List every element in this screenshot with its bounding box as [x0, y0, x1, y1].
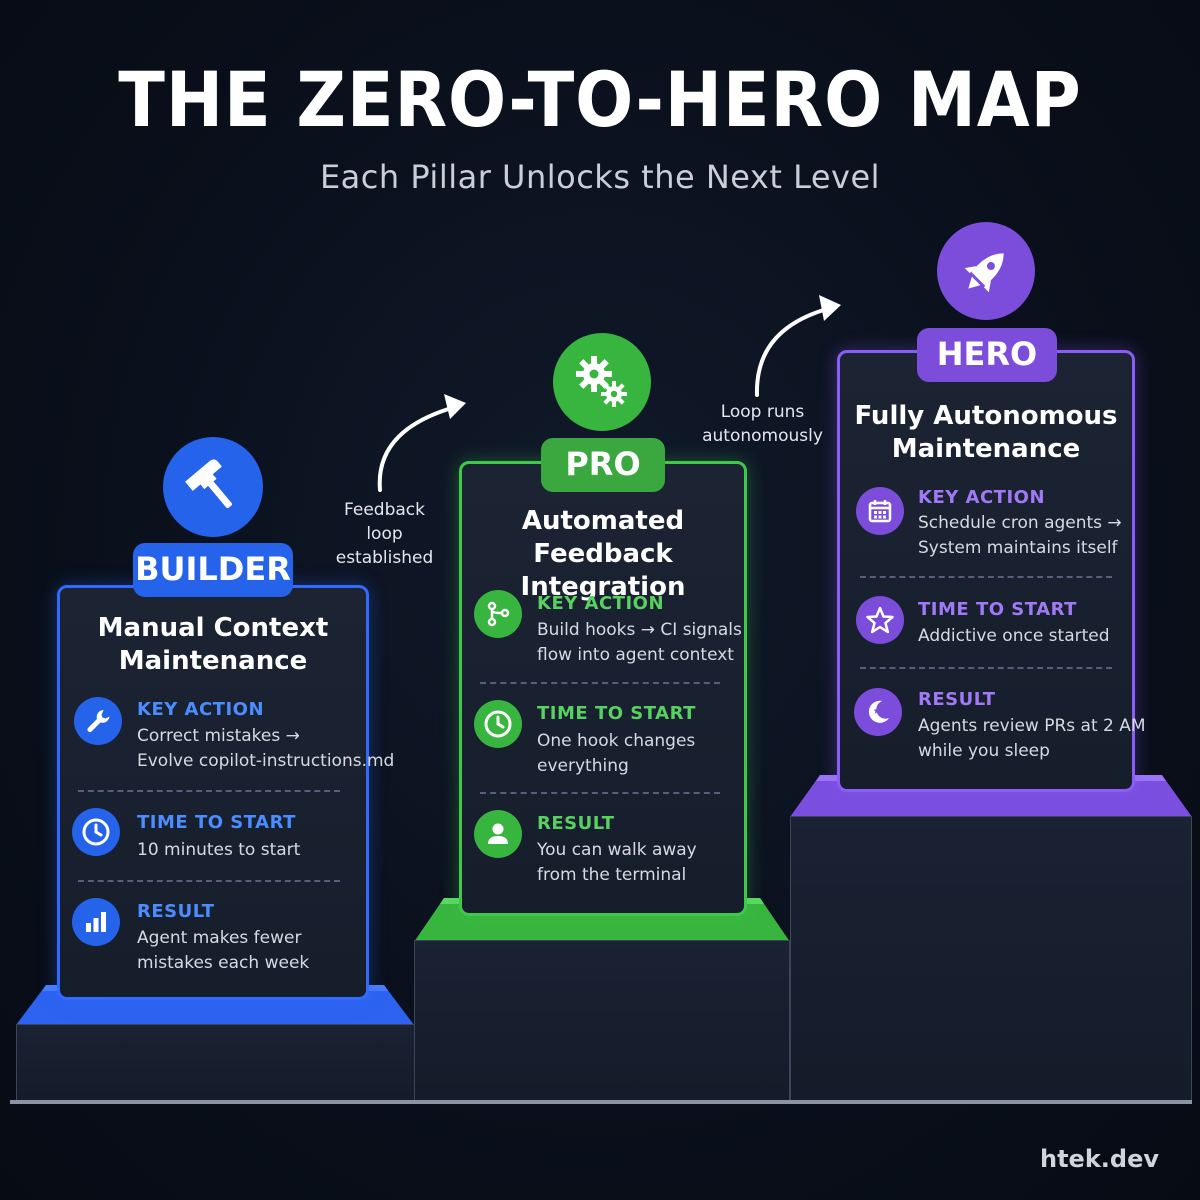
curved-arrow-icon: [754, 295, 841, 397]
clock-icon: [72, 808, 120, 856]
hero-card-title: Fully Autonomous Maintenance: [854, 401, 1118, 464]
gears-icon: [553, 333, 651, 431]
page-subtitle: Each Pillar Unlocks the Next Level: [319, 158, 881, 196]
site-watermark: htek.dev: [1040, 1145, 1160, 1173]
moon-icon: [854, 688, 902, 736]
pro-row-2-label: TIME TO START: [537, 703, 696, 724]
pro-divider-1: [480, 682, 720, 684]
hero-row-3-text: Agents review PRs at 2 AM while you slee…: [918, 716, 1146, 761]
hero-row-2-text: Addictive once started: [918, 626, 1110, 646]
builder-card-title: Manual Context Maintenance: [97, 613, 329, 676]
builder-divider-2: [78, 880, 340, 882]
pro-badge: PRO: [541, 438, 665, 492]
floor-line: [10, 1100, 1192, 1104]
pro-row-1-label: KEY ACTION: [537, 593, 665, 614]
hero-badge: HERO: [917, 328, 1057, 382]
hero-row-3-label: RESULT: [918, 689, 996, 710]
hero-row-1-label: KEY ACTION: [918, 487, 1046, 508]
pro-row-1-text: Build hooks → CI signals flow into agent…: [537, 620, 742, 665]
bar-chart-icon: [72, 898, 120, 946]
pro-row-2-text: One hook changes everything: [537, 731, 696, 776]
hero-divider-1: [860, 576, 1112, 578]
builder-badge: BUILDER: [133, 543, 293, 597]
pro-divider-2: [480, 792, 720, 794]
hero-podium: [790, 816, 1192, 1102]
hero-row-2-label: TIME TO START: [918, 599, 1077, 620]
curved-arrow-icon: [377, 394, 466, 492]
builder-row-2-label: TIME TO START: [137, 812, 296, 833]
builder-row-1-label: KEY ACTION: [137, 699, 265, 720]
hero-row-1-text: Schedule cron agents → System maintains …: [918, 513, 1122, 558]
clock-icon: [474, 700, 522, 748]
pro-row-3-label: RESULT: [537, 813, 615, 834]
arrow-caption-feedback-loop: Feedback loop established: [335, 500, 434, 568]
builder-card: [57, 585, 369, 1000]
arrow-caption-loop-runs: Loop runs autonomously: [702, 402, 823, 446]
page-title: THE ZERO-TO-HERO MAP: [118, 55, 1082, 144]
calendar-icon: [856, 487, 904, 535]
builder-row-3-text: Agent makes fewer mistakes each week: [137, 928, 310, 973]
rocket-icon: [937, 222, 1035, 320]
pro-card-title: Automated Feedback Integration: [520, 506, 686, 602]
builder-row-3-label: RESULT: [137, 901, 215, 922]
builder-row-2-text: 10 minutes to start: [137, 840, 301, 860]
hero-divider-2: [860, 667, 1112, 669]
star-icon: [856, 596, 904, 644]
wrench-icon: [74, 697, 122, 745]
user-icon: [474, 810, 522, 858]
branch-icon: [474, 590, 522, 638]
builder-podium: [16, 1024, 416, 1102]
pro-row-3-text: You can walk away from the terminal: [537, 840, 697, 885]
builder-divider-1: [78, 790, 340, 792]
hammer-icon: [163, 437, 263, 537]
builder-row-1-text: Correct mistakes → Evolve copilot-instru…: [137, 726, 395, 771]
pro-podium: [414, 940, 790, 1102]
